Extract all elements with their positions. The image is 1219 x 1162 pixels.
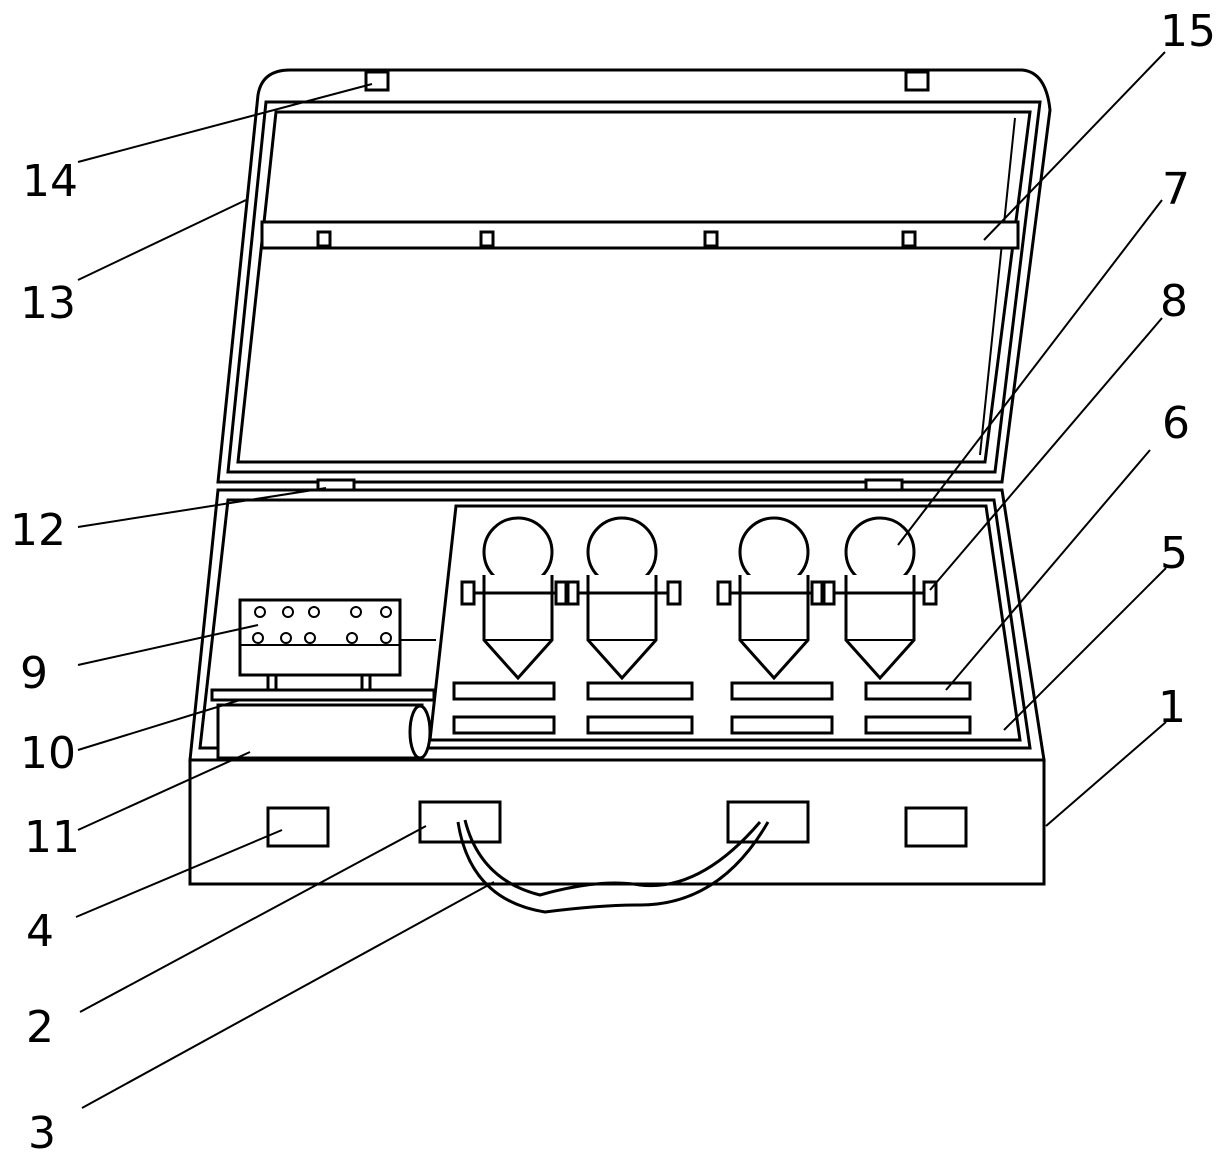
tube-clamps [460,580,938,606]
callout-4: 4 [26,906,54,957]
strap-rivet [479,230,495,248]
tube-tray [428,504,1022,742]
strap-rivet [703,230,719,248]
callout-2: 2 [26,1002,54,1053]
callout-15: 15 [1160,6,1216,57]
callout-11: 11 [24,812,80,863]
callout-8: 8 [1160,276,1188,327]
tube-1 [482,516,554,681]
front-lock-right [904,806,968,848]
tube-2 [586,516,658,681]
strap-rivet [901,230,917,248]
lid [216,68,1052,484]
callout-1: 1 [1158,682,1186,733]
callout-7: 7 [1162,164,1190,215]
roll-compartment [216,703,432,760]
callout-6: 6 [1162,398,1190,449]
lid-latch-left [364,70,390,92]
tube-4 [844,516,916,681]
leader-lines [75,51,1167,1109]
lid-strap-bar [260,220,1020,250]
carry-handle [456,819,770,914]
callout-9: 9 [20,648,48,699]
callout-14: 14 [22,156,78,207]
callout-10: 10 [20,728,76,779]
rack-shelf [210,688,436,702]
callout-5: 5 [1160,528,1188,579]
tube-rack [238,598,436,695]
strap-rivet [316,230,332,248]
callout-13: 13 [20,278,76,329]
label-slots [452,681,972,735]
callout-3: 3 [28,1108,56,1159]
callout-12: 12 [10,505,66,556]
tube-3 [738,516,810,681]
lid-latch-right [904,70,930,92]
front-lock-left [266,806,330,848]
